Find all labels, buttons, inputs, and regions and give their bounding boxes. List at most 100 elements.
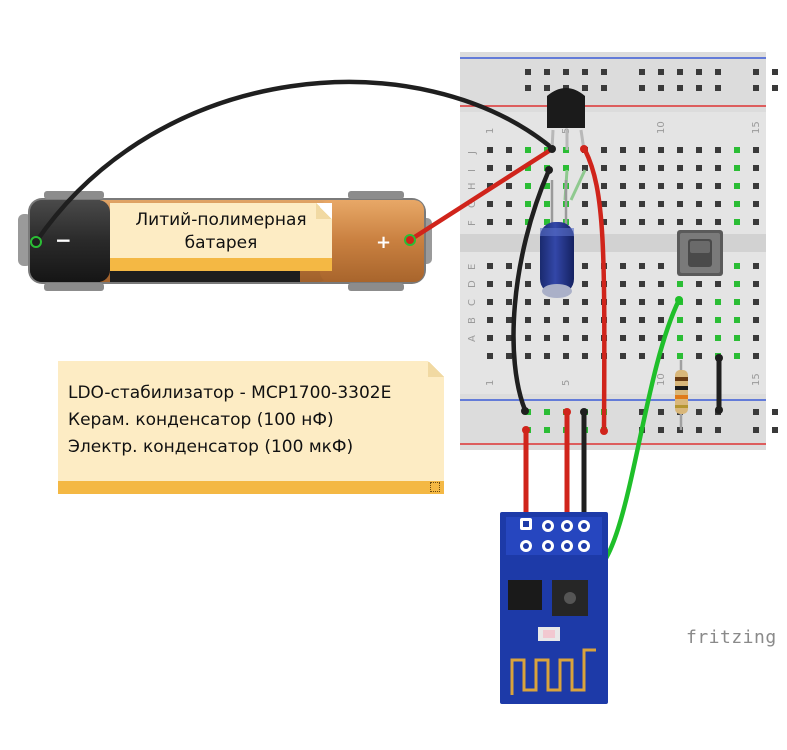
breadboard-hole <box>715 183 721 189</box>
wire-black-gnd-rail <box>511 167 552 413</box>
breadboard-hole <box>658 409 664 415</box>
breadboard-hole <box>753 409 759 415</box>
breadboard-hole <box>544 219 550 225</box>
breadboard-hole <box>734 165 740 171</box>
breadboard-hole <box>525 183 531 189</box>
breadboard-hole <box>506 147 512 153</box>
breadboard-hole <box>487 201 493 207</box>
breadboard-hole <box>753 281 759 287</box>
breadboard-hole <box>639 353 645 359</box>
breadboard-hole <box>677 147 683 153</box>
breadboard-hole <box>696 165 702 171</box>
breadboard-hole <box>563 165 569 171</box>
breadboard-hole <box>753 317 759 323</box>
breadboard-hole <box>563 317 569 323</box>
breadboard-hole <box>734 281 740 287</box>
breadboard-hole <box>582 335 588 341</box>
breadboard-hole <box>677 201 683 207</box>
breadboard-hole <box>696 69 702 75</box>
battery-label-line1: Литий-полимерная <box>135 210 307 230</box>
breadboard-hole <box>506 183 512 189</box>
breadboard-hole <box>601 165 607 171</box>
breadboard-hole <box>639 69 645 75</box>
breadboard-hole <box>734 353 740 359</box>
breadboard-hole <box>696 147 702 153</box>
breadboard-label: I <box>467 169 478 172</box>
breadboard-hole <box>487 317 493 323</box>
breadboard-hole <box>506 317 512 323</box>
breadboard-hole <box>715 69 721 75</box>
breadboard-hole <box>715 299 721 305</box>
breadboard-label: 10 <box>656 121 667 134</box>
breadboard-hole <box>715 147 721 153</box>
breadboard-hole <box>487 183 493 189</box>
breadboard-hole <box>696 85 702 91</box>
breadboard-hole <box>658 69 664 75</box>
breadboard-hole <box>639 281 645 287</box>
breadboard-hole <box>772 427 778 433</box>
breadboard-hole <box>582 281 588 287</box>
breadboard-hole <box>658 263 664 269</box>
breadboard-hole <box>715 281 721 287</box>
fritzing-logo: fritzing <box>686 627 777 648</box>
breadboard-hole <box>696 427 702 433</box>
parts-list-note: LDO-стабилизатор - MCP1700-3302E Керам. … <box>58 361 444 494</box>
breadboard-hole <box>487 281 493 287</box>
breadboard-hole <box>658 281 664 287</box>
breadboard-hole <box>753 85 759 91</box>
breadboard-hole <box>734 317 740 323</box>
breadboard-label: A <box>467 335 478 342</box>
breadboard-hole <box>753 219 759 225</box>
breadboard-hole <box>639 165 645 171</box>
breadboard-label: J <box>467 151 478 155</box>
breadboard-hole <box>696 201 702 207</box>
breadboard-label: 1 <box>485 380 496 386</box>
breadboard-hole <box>563 335 569 341</box>
breadboard-hole <box>506 219 512 225</box>
breadboard-hole <box>525 299 531 305</box>
breadboard-hole <box>753 147 759 153</box>
breadboard-hole <box>734 147 740 153</box>
breadboard-hole <box>620 147 626 153</box>
breadboard-hole <box>734 201 740 207</box>
breadboard-hole <box>639 85 645 91</box>
electrolytic-capacitor <box>540 180 574 298</box>
wire-endpoints <box>30 145 723 435</box>
breadboard-hole <box>525 317 531 323</box>
breadboard-hole <box>753 165 759 171</box>
breadboard-hole <box>601 69 607 75</box>
plus-sign: + <box>376 232 391 253</box>
breadboard-hole <box>677 85 683 91</box>
breadboard-hole <box>620 353 626 359</box>
breadboard-hole <box>658 219 664 225</box>
breadboard-hole <box>582 263 588 269</box>
breadboard-hole <box>525 147 531 153</box>
breadboard-hole <box>734 299 740 305</box>
breadboard-hole <box>620 317 626 323</box>
breadboard-hole <box>620 165 626 171</box>
breadboard-hole <box>506 201 512 207</box>
breadboard-hole <box>620 219 626 225</box>
breadboard-hole <box>620 299 626 305</box>
breadboard-hole <box>715 201 721 207</box>
breadboard-hole <box>639 263 645 269</box>
breadboard-hole <box>506 335 512 341</box>
breadboard-hole <box>753 183 759 189</box>
breadboard-hole <box>544 409 550 415</box>
breadboard-hole <box>696 335 702 341</box>
ceramic-capacitor-lead <box>569 169 587 201</box>
breadboard-hole <box>506 299 512 305</box>
breadboard-hole <box>525 165 531 171</box>
breadboard-hole <box>696 299 702 305</box>
breadboard-hole <box>601 85 607 91</box>
breadboard-hole <box>525 335 531 341</box>
breadboard-hole <box>506 353 512 359</box>
parts-line-electrolytic-cap: Электр. конденсатор (100 мкФ) <box>68 437 354 457</box>
breadboard-hole <box>715 165 721 171</box>
battery-label-note: Литий-полимерная батарея <box>110 203 332 271</box>
wire-black-battery-gnd <box>33 79 555 245</box>
breadboard-hole <box>487 335 493 341</box>
breadboard-hole <box>715 427 721 433</box>
breadboard-label: D <box>467 280 478 288</box>
minus-sign: − <box>55 228 72 252</box>
